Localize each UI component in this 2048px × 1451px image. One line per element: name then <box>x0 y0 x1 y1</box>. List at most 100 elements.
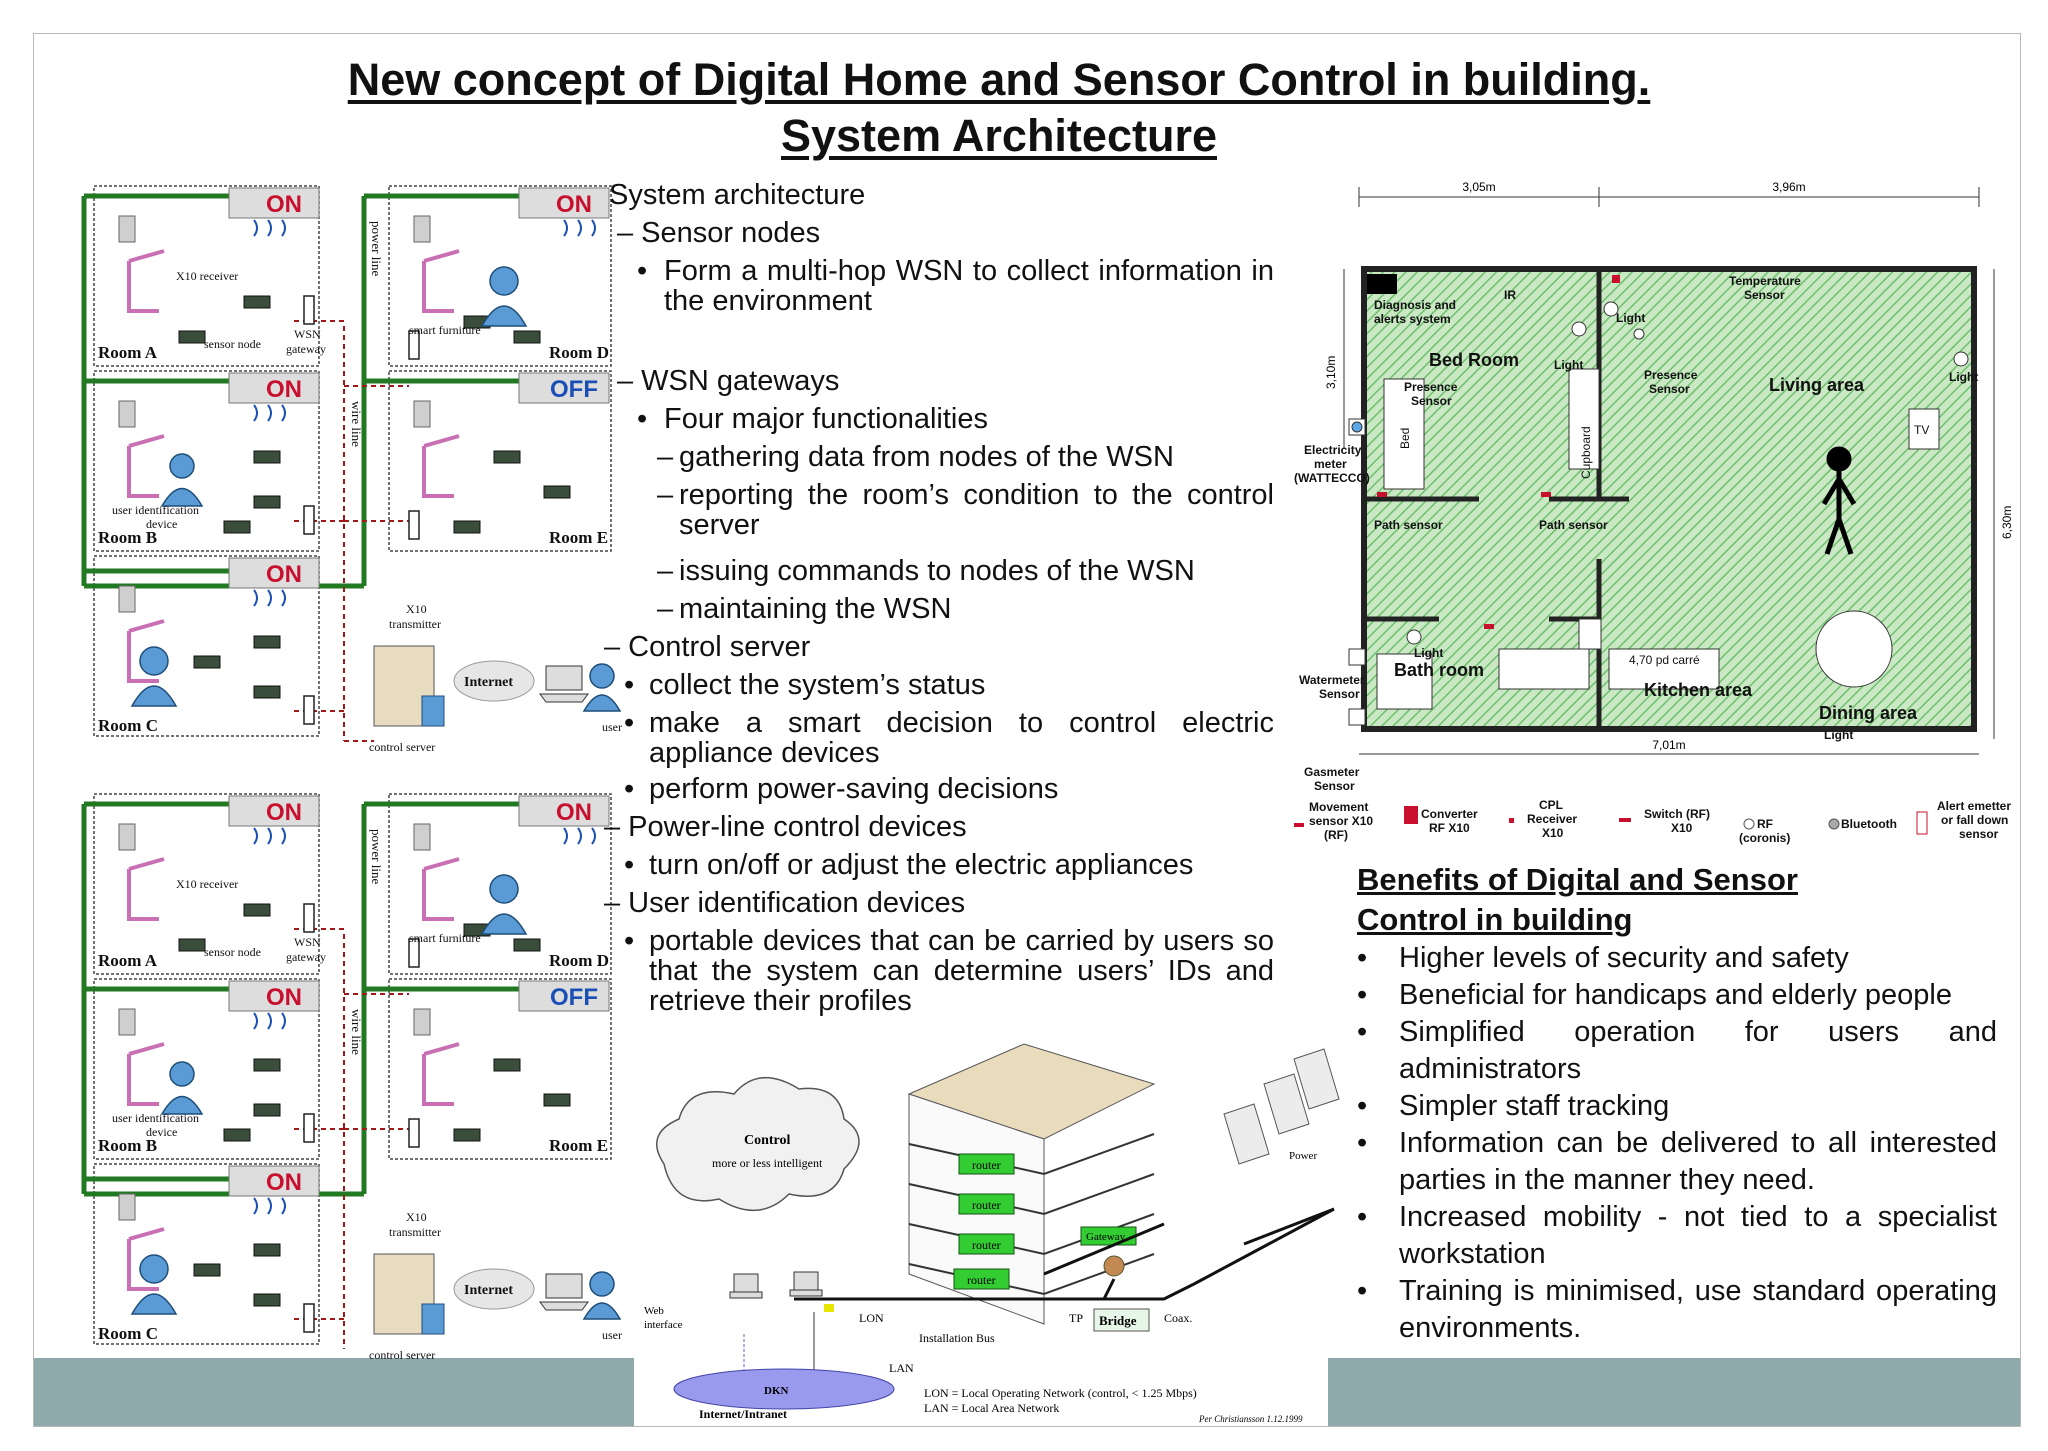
legend-converter-1: Converter <box>1421 807 1478 821</box>
legend-switch-2: X10 <box>1671 821 1693 835</box>
label-control-sub: more or less intelligent <box>712 1156 823 1170</box>
arch-wsn-dash-2: – <box>657 479 674 511</box>
arch-wsn-sub-4: maintaining the WSN <box>679 593 952 625</box>
bottom-band-right <box>1328 1358 2020 1426</box>
ac-unit-room-d: ON <box>518 187 610 219</box>
tv <box>1908 408 1940 450</box>
ac-unit-room-a: ON <box>228 187 320 219</box>
laptop <box>539 665 589 703</box>
label-sensor-node-2: sensor node <box>204 945 261 959</box>
label-alerts: alerts system <box>1374 312 1451 326</box>
label-x10-2: X10 <box>406 1210 427 1224</box>
bridge-box: Bridge <box>1093 1308 1150 1332</box>
status-on-room-a-2: ON <box>266 799 302 826</box>
benefit-item: Higher levels of security and safety <box>1357 940 1997 977</box>
label-power-line: power line <box>369 221 384 276</box>
label-light-3: Light <box>1949 370 1978 384</box>
arch-sensor-nodes-text-1: Form a multi-hop WSN to collect informat… <box>664 255 1274 317</box>
label-power-line-2: power line <box>369 829 384 884</box>
benefits-heading-2: Control in building <box>1357 902 1633 937</box>
label-gateway: gateway <box>286 342 326 356</box>
label-internet-intranet: Internet/Intranet <box>699 1407 787 1421</box>
label-room-e-2: Room E <box>549 1136 608 1155</box>
solar-panels <box>1223 1048 1340 1165</box>
benefits-heading-1: Benefits of Digital and Sensor <box>1357 862 1798 897</box>
label-bed: Bed <box>1398 428 1412 449</box>
label-credit: Per Christiansson 1.12.1999 <box>1198 1414 1303 1424</box>
label-internet-2: Internet <box>464 1283 513 1298</box>
label-control: Control <box>744 1133 791 1148</box>
arch-cs-text-2: make a smart decision to control electri… <box>649 707 1274 769</box>
arch-pl-bullet-1: • <box>624 849 635 881</box>
label-tv: TV <box>1914 423 1929 437</box>
arch-wsn-sub-1: gathering data from nodes of the WSN <box>679 441 1174 473</box>
label-presence-2: Presence <box>1644 368 1698 382</box>
label-light-2: Light <box>1554 358 1583 372</box>
status-on-room-c-2: ON <box>266 1169 302 1196</box>
dim-top-right: 3,96m <box>1772 180 1805 194</box>
label-x10: X10 <box>406 602 427 616</box>
arch-wsn-sub-3: issuing commands to nodes of the WSN <box>679 555 1195 587</box>
label-light-dining: Light <box>1824 728 1853 742</box>
dimension-lines <box>1343 187 1995 755</box>
lon-node <box>824 1304 834 1312</box>
wsn-gateways-2 <box>303 903 420 1333</box>
legend-converter-2: RF X10 <box>1429 821 1470 835</box>
ac-unit-room-b: ON <box>228 372 320 404</box>
label-user-identification: user identification <box>112 503 199 517</box>
label-cupboard: Cupboard <box>1579 426 1593 479</box>
airflow-marks <box>253 219 596 607</box>
legend-bluetooth: Bluetooth <box>1841 817 1897 831</box>
label-device: device <box>146 517 177 531</box>
arch-control-server: – Control server <box>604 631 811 663</box>
arch-wsn-bullet-1: • <box>637 403 648 435</box>
legend-movement-3: (RF) <box>1324 828 1348 842</box>
status-on-room-d: ON <box>556 191 592 218</box>
control-server <box>373 645 445 727</box>
label-room-c-2: Room C <box>98 1324 158 1343</box>
label-sensor-node: sensor node <box>204 337 261 351</box>
airflow-marks-2 <box>253 827 596 1215</box>
label-smart-furniture-2: smart furniture <box>409 931 481 945</box>
label-light-1: Light <box>1616 311 1645 325</box>
label-bridge: Bridge <box>1099 1313 1137 1328</box>
benefit-item: Simpler staff tracking <box>1357 1088 1997 1125</box>
shower <box>1376 653 1433 710</box>
cupboard <box>1568 368 1600 470</box>
dim-top-left: 3,05m <box>1462 180 1495 194</box>
label-gateway-2: gateway <box>286 950 326 964</box>
label-power: Power <box>1289 1150 1317 1162</box>
arch-cs-text-3: perform power-saving decisions <box>649 773 1059 805</box>
label-web: Web <box>644 1305 664 1317</box>
label-dining-area: Dining area <box>1819 703 1918 723</box>
label-presence-sensor-1: Sensor <box>1411 394 1452 408</box>
label-room-a: Room A <box>98 343 158 362</box>
label-room-b-2: Room B <box>98 1136 157 1155</box>
label-room-a-2: Room A <box>98 951 158 970</box>
user-figures-2 <box>130 874 622 1320</box>
status-on-room-b: ON <box>266 376 302 403</box>
legend-movement-1: Movement <box>1309 800 1368 814</box>
wsn-gateways <box>303 295 420 725</box>
label-diagnosis: Diagnosis and <box>1374 298 1456 312</box>
arch-cs-bullet-1: • <box>624 669 635 701</box>
diagnosis-device <box>1367 274 1397 294</box>
gateway-box: Gateway <box>1080 1226 1137 1246</box>
label-bed-room: Bed Room <box>1429 350 1519 370</box>
laptop-2 <box>539 1273 589 1311</box>
label-wire-line-2: wire line <box>349 1009 364 1055</box>
label-lan: LAN <box>889 1361 914 1375</box>
label-room-d: Room D <box>549 343 609 362</box>
internet-cloud-2 <box>453 1268 535 1310</box>
x10-receivers <box>118 215 431 613</box>
label-smart-furniture: smart furniture <box>409 323 481 337</box>
legend-rf-1: RF <box>1757 817 1773 831</box>
poster: New concept of Digital Home and Sensor C… <box>33 33 2021 1427</box>
building-diagram: Control more or less intelligent router … <box>644 1043 1340 1424</box>
bottom-band-left <box>34 1358 634 1426</box>
routers <box>953 1153 1015 1290</box>
person-figure <box>1821 446 1857 555</box>
arch-cs-text-1: collect the system’s status <box>649 669 986 701</box>
arch-heading: System architecture <box>609 179 866 211</box>
wire-line-bus <box>294 320 409 742</box>
